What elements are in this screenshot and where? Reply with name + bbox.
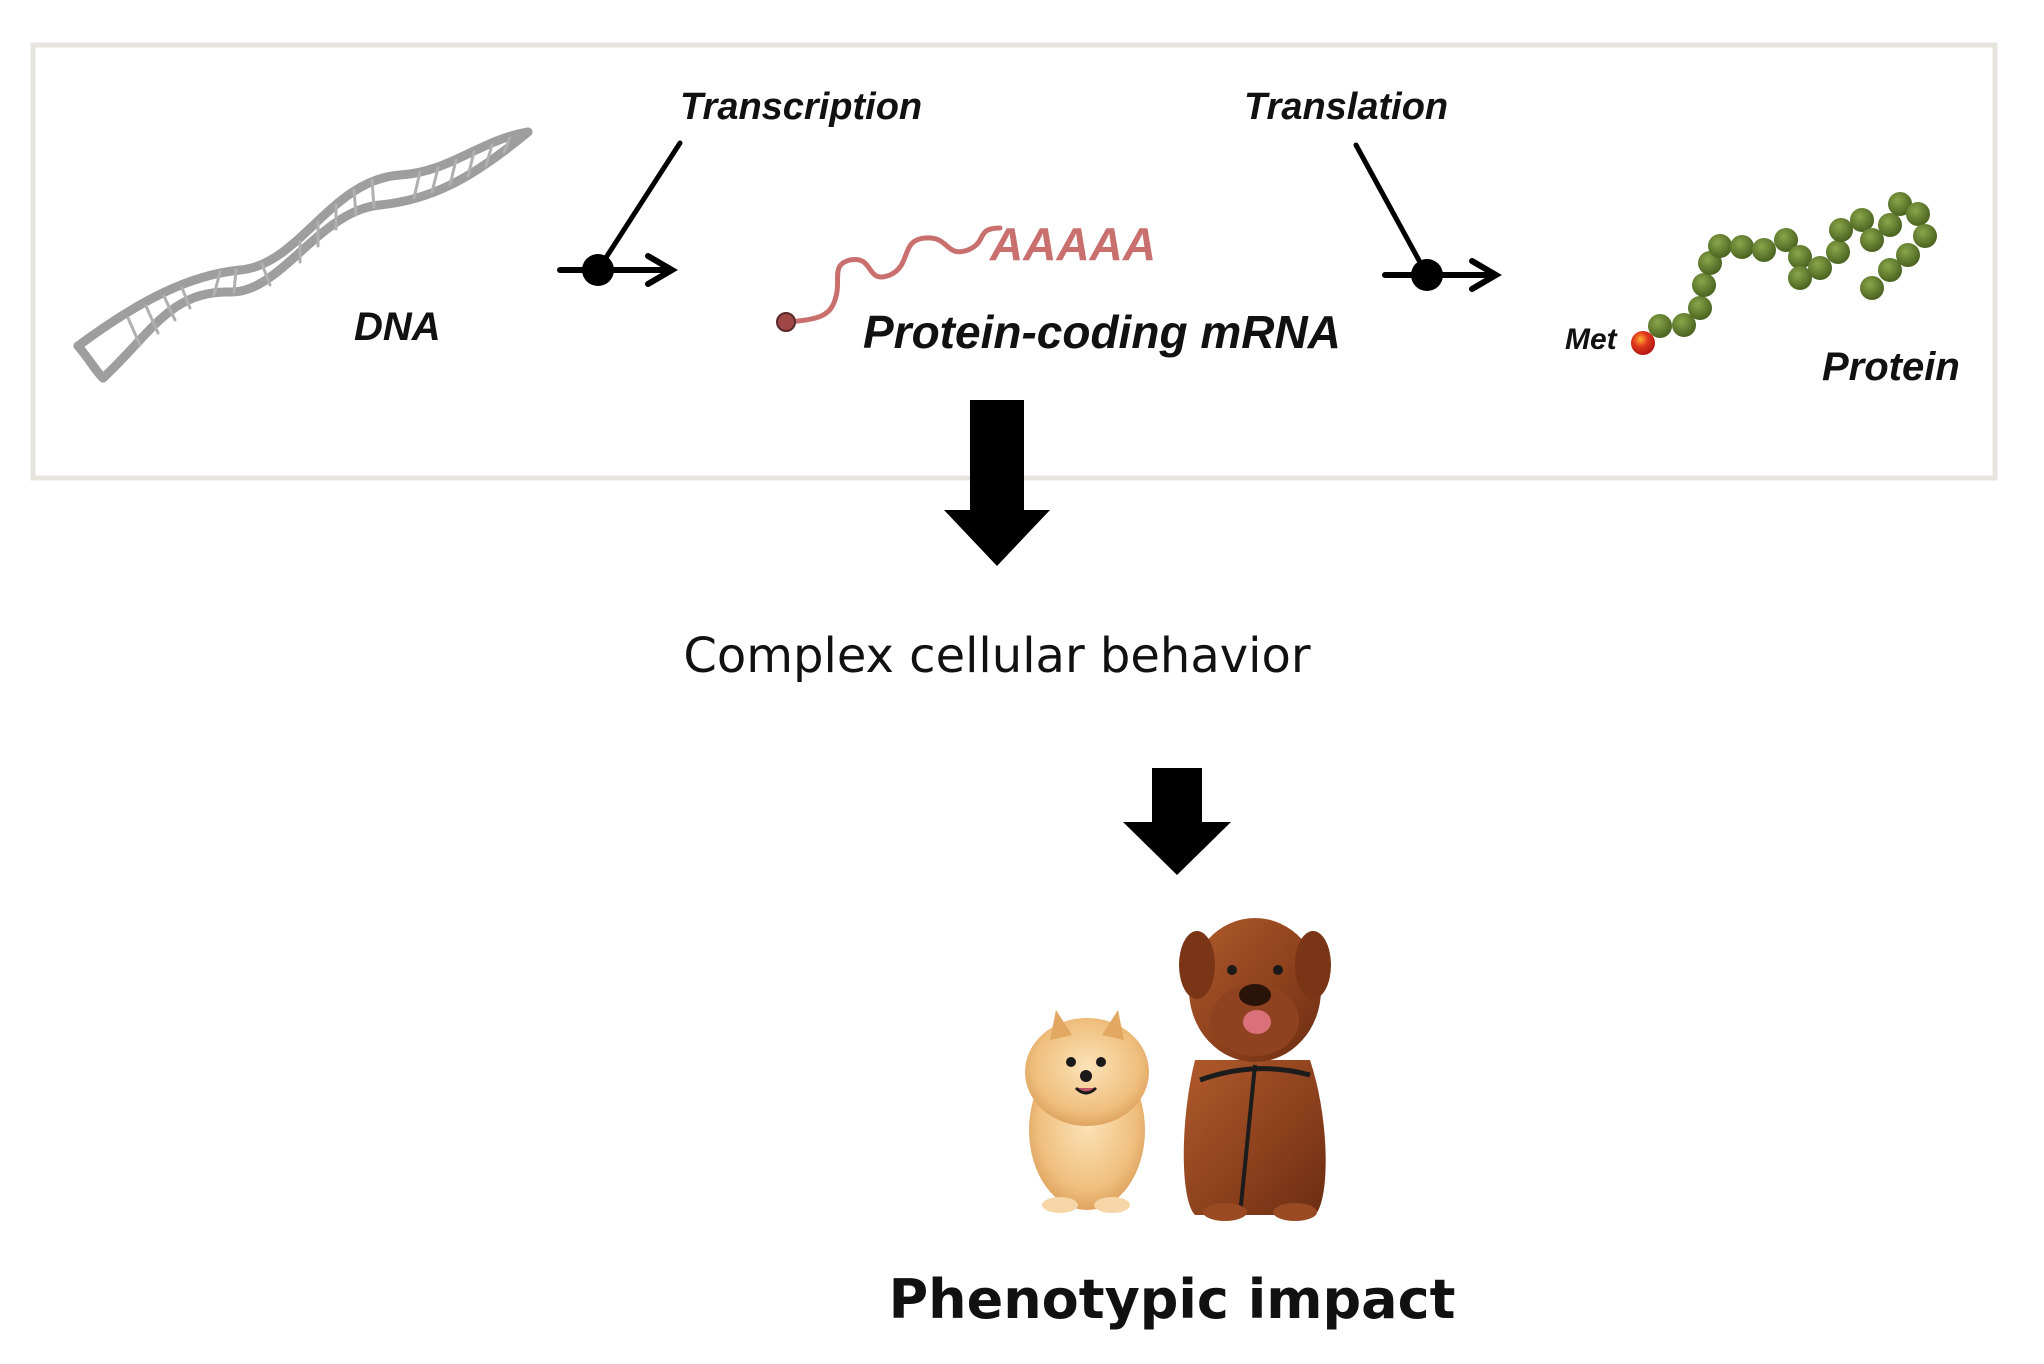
protein-chain-icon	[1648, 192, 1937, 338]
down-arrow-1	[944, 400, 1050, 566]
met-label: Met	[1565, 323, 1619, 356]
mrna-strand-icon	[783, 225, 1003, 325]
transcription-node	[582, 254, 614, 286]
poly-a-tail-label: AAAAA	[989, 218, 1156, 270]
dna-label: DNA	[354, 305, 441, 349]
transcription-label: Transcription	[680, 86, 922, 128]
down-arrow-2	[1123, 768, 1231, 875]
protein-label: Protein	[1822, 345, 1960, 389]
cellular-behavior-label: Complex cellular behavior	[683, 628, 1311, 684]
translation-node	[1411, 259, 1443, 291]
phenotypic-impact-label: Phenotypic impact	[889, 1268, 1456, 1331]
mrna-cap	[776, 312, 796, 332]
dogs-image	[1025, 918, 1331, 1221]
met-bead	[1631, 331, 1655, 355]
mastiff-dog	[1179, 918, 1331, 1221]
pomeranian-dog	[1025, 1010, 1149, 1213]
translation-label: Translation	[1244, 86, 1448, 128]
dna-helix-icon	[73, 127, 533, 383]
mrna-label: Protein-coding mRNA	[863, 306, 1341, 358]
